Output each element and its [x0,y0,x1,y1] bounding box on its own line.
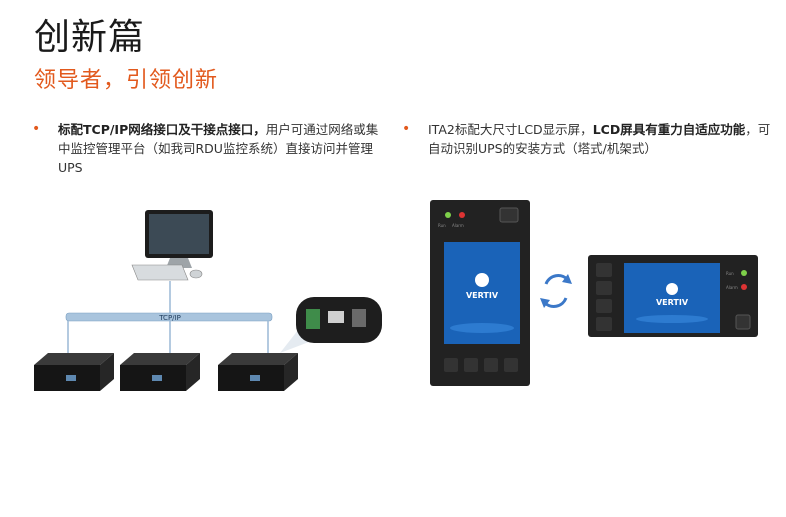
alarm-indicator [459,212,465,218]
bullet-network: • 标配TCP/IP网络接口及干接点接口，用户可通过网络或集中监控管理平台（如我… [32,120,384,177]
bullet-text: 用户可通过网络或集中监控管理平台（如我司RDU监控系统）直接访问并管理UPS [58,122,379,175]
bullet-bold: LCD屏具有重力自适应功能 [592,122,746,137]
nav-button[interactable] [596,317,612,331]
bus-label: TCP/IP [158,314,181,322]
power-button[interactable] [499,207,519,223]
nav-button[interactable] [596,281,612,295]
tcp-ip-bus [65,312,273,322]
bullet-text: ITA2标配大尺寸LCD显示屏， [428,122,593,137]
ups-unit [218,353,298,391]
lcd-brand: VERTIV [466,291,499,300]
alarm-label: Alarm [726,285,738,290]
bullet-text-2: ，可自动识别UPS的安装方式（塔式/机架式） [428,122,771,156]
run-indicator [741,270,747,276]
bullet-dot: • [402,121,411,137]
page-subtitle: 领导者，引领创新 [34,68,219,93]
run-indicator [445,212,451,218]
run-label: Run [438,223,446,228]
computer-icon [131,210,213,281]
nav-button[interactable] [464,358,478,372]
network-diagram: TCP/IP [34,210,382,391]
power-button[interactable] [735,314,751,330]
bullet-lcd: • ITA2标配大尺寸LCD显示屏，LCD屏具有重力自适应功能，可自动识别UPS… [402,120,772,158]
nav-button[interactable] [444,358,458,372]
alarm-indicator [741,284,747,290]
lcd-panel-rack: VERTIV Run Alarm [588,255,758,337]
nav-button[interactable] [484,358,498,372]
rotate-icon [540,274,572,308]
nav-button[interactable] [596,299,612,313]
interface-card-closeup [296,297,382,343]
nav-button[interactable] [596,263,612,277]
bullet-dot: • [32,121,41,137]
lcd-panel-tower: Run Alarm VERTIV [430,200,530,386]
ups-unit [120,353,200,391]
page-title: 创新篇 [34,17,146,58]
ups-unit [34,353,114,391]
run-label: Run [726,271,734,276]
lcd-brand: VERTIV [656,298,689,307]
bullet-bold: 标配TCP/IP网络接口及干接点接口， [58,122,266,137]
nav-button[interactable] [504,358,518,372]
alarm-label: Alarm [452,223,464,228]
